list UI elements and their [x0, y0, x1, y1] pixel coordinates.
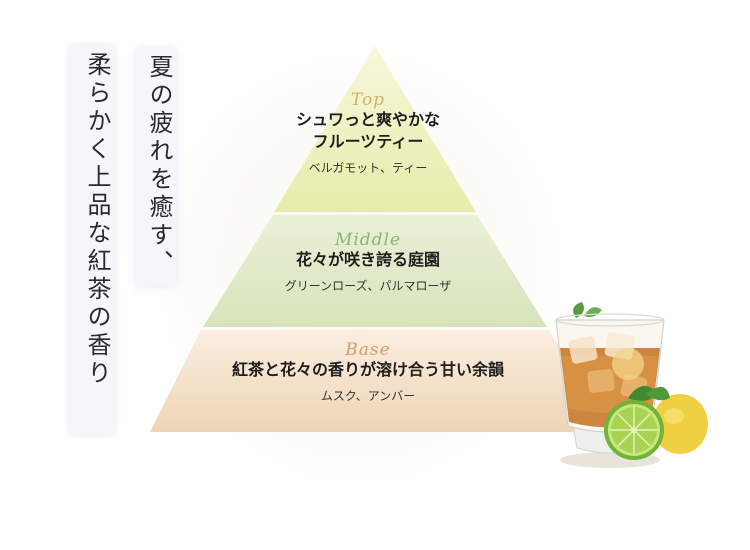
pyramid-middle-layer	[203, 215, 547, 327]
base-note: Base 紅茶と花々の香りが溶け合う甘い余韻 ムスク、アンバー	[218, 340, 518, 404]
middle-note-headline: 花々が咲き誇る庭園	[295, 252, 440, 269]
middle-note-ingredients: グリーンローズ、パルマローザ	[284, 279, 452, 293]
middle-note-script-label: Middle	[334, 230, 402, 250]
top-note: Top シュワっと爽やかな フルーツティー ベルガモット、ティー	[218, 90, 518, 176]
tagline-text-2: 柔らかく上品な紅茶の香り	[83, 52, 111, 388]
base-note-headline: 紅茶と花々の香りが溶け合う甘い余韻	[231, 362, 504, 379]
base-note-ingredients: ムスク、アンバー	[320, 389, 416, 403]
tagline-line-2: 柔らかく上品な紅茶の香り	[70, 46, 114, 434]
middle-note: Middle 花々が咲き誇る庭園 グリーンローズ、パルマローザ	[218, 230, 518, 294]
top-note-headline-1: シュワっと爽やかな	[295, 112, 440, 129]
tagline-text-1: 夏の疲れを癒す、	[145, 54, 173, 278]
tagline-line-1: 夏の疲れを癒す、	[136, 48, 176, 286]
pyramid-top-layer	[274, 46, 476, 212]
top-note-ingredients: ベルガモット、ティー	[308, 161, 428, 175]
pyramid-base-layer	[150, 330, 612, 432]
top-note-headline-2: フルーツティー	[312, 134, 424, 151]
base-note-script-label: Base	[345, 340, 391, 360]
iced-tea-illustration	[555, 302, 708, 468]
top-note-script-label: Top	[350, 90, 386, 110]
